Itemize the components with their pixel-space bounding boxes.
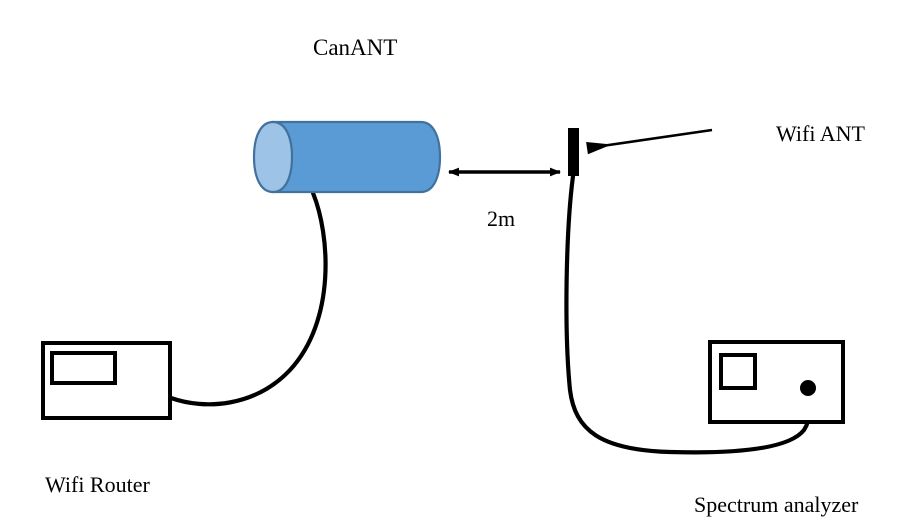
label-wifi-router: Wifi Router [45,472,150,497]
spectrum-analyzer-input-port [800,380,816,396]
cable-antenna-to-analyzer [564,173,812,455]
label-distance: 2m [487,206,516,231]
spectrum-analyzer-display [719,353,757,390]
label-can-antenna: CanANT [313,35,398,60]
can-antenna-open-end [252,120,294,194]
wifi-antenna-callout-arrow [586,128,713,155]
wifi-router-display [50,351,117,385]
can-antenna-body [271,120,442,194]
wifi-antenna-element [568,128,579,176]
label-spectrum-analyzer: Spectrum analyzer [694,492,859,517]
label-wifi-antenna: Wifi ANT [776,121,865,146]
cable-canant-to-router [168,190,328,407]
